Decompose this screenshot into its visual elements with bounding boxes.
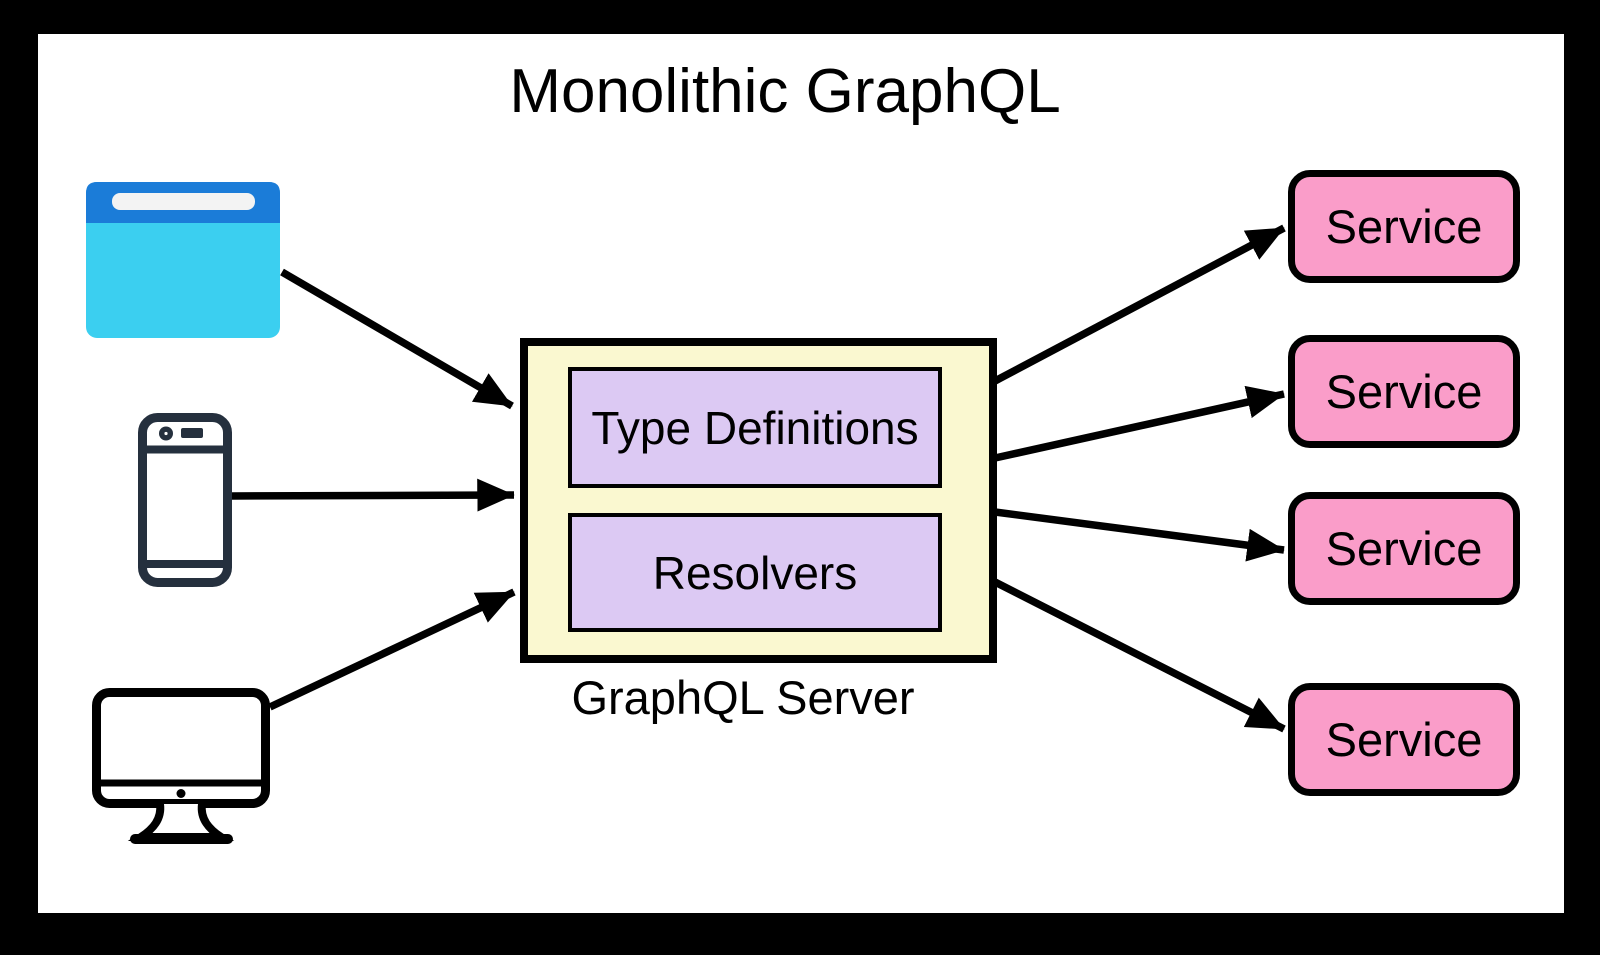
arrow-desktop-to-server (268, 588, 516, 711)
service-2-label: Service (1325, 365, 1483, 418)
monitor-base (130, 834, 233, 844)
phone-speaker (181, 428, 203, 438)
resolvers-label: Resolvers (652, 546, 858, 599)
monitor-dot (176, 789, 186, 798)
service-3-label: Service (1325, 522, 1483, 575)
type-definitions-box: Type Definitions (568, 367, 942, 488)
arrow-server-to-service-2 (994, 385, 1285, 462)
resolvers-box: Resolvers (568, 513, 942, 632)
service-4-label: Service (1325, 713, 1483, 766)
phone-camera-lens (164, 431, 168, 436)
service-box-3: Service (1288, 492, 1520, 605)
arrow-server-to-service-1 (993, 224, 1286, 385)
arrow-browser-to-server (280, 268, 514, 410)
service-box-2: Service (1288, 335, 1520, 448)
service-box-4: Service (1288, 683, 1520, 796)
browser-address-bar (112, 193, 255, 210)
desktop-computer-icon (92, 688, 270, 844)
browser-window-icon (86, 182, 280, 338)
service-1-label: Service (1325, 200, 1483, 253)
diagram-title: Monolithic GraphQL (509, 57, 1061, 126)
type-definitions-label: Type Definitions (591, 401, 919, 454)
arrow-phone-to-server (231, 478, 515, 512)
phone-outline (138, 413, 232, 587)
monitor-stand (127, 803, 235, 841)
service-box-1: Service (1288, 170, 1520, 283)
arrow-server-to-service-4 (993, 578, 1286, 733)
arrow-server-to-service-3 (994, 508, 1285, 562)
smartphone-icon (138, 413, 232, 587)
graphql-server-label: GraphQL Server (571, 671, 915, 724)
monitor-outline (92, 688, 270, 808)
